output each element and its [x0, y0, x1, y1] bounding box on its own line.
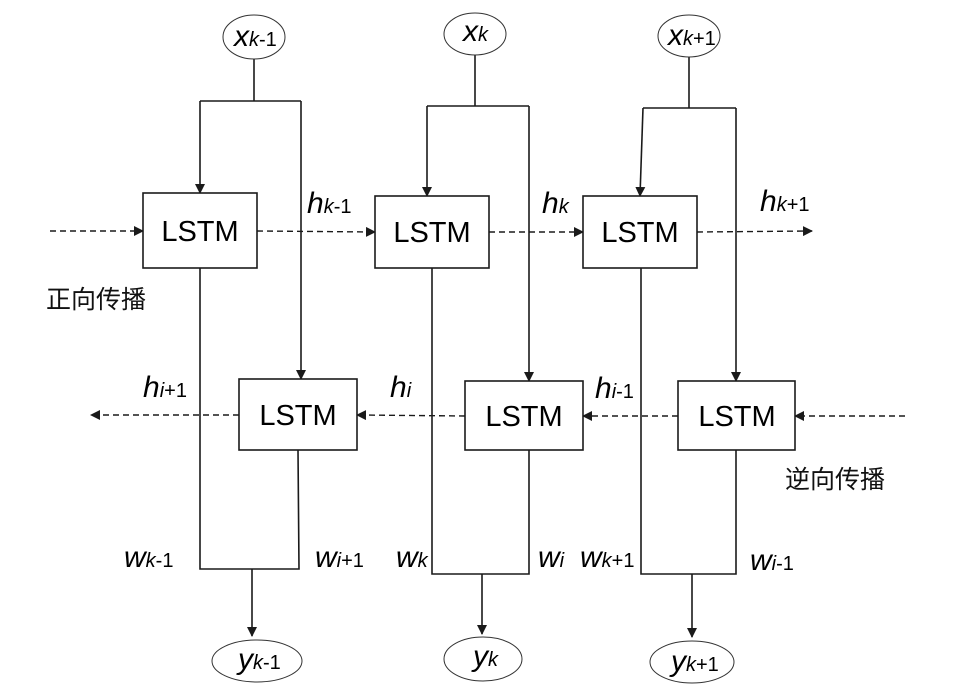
svg-text:yk+1: yk+1: [669, 645, 719, 678]
backward-state-label-1: hi+1: [143, 371, 187, 404]
input-node-2: xk: [443, 12, 507, 56]
weight-label-4: wi: [538, 541, 565, 574]
forward-state-label-2: hk: [542, 187, 570, 220]
output-node-2: yk: [443, 636, 523, 682]
svg-text:yk-1: yk-1: [236, 643, 281, 676]
svg-text:xk-1: xk-1: [232, 20, 277, 53]
lstm-label: LSTM: [259, 400, 336, 432]
forward-flow: [50, 226, 813, 237]
forward-propagation-label: 正向传播: [46, 285, 146, 314]
backward-lstm-1: LSTM: [238, 378, 358, 451]
input-node-1: xk-1: [222, 14, 286, 60]
lstm-label: LSTM: [161, 216, 238, 248]
backward-lstm-3: LSTM: [677, 380, 796, 451]
forward-lstm-2: LSTM: [374, 195, 490, 269]
input-split-2: [427, 55, 529, 107]
weight-label-5: wk+1: [580, 541, 634, 574]
backward-flow: [90, 410, 905, 421]
weight-label-2: wi+1: [315, 541, 364, 574]
forward-arrow-out: [696, 226, 813, 237]
output-merge-1: [199, 268, 300, 570]
backward-arrow-2-1: [356, 410, 466, 421]
forward-lstm-3: LSTM: [582, 195, 698, 269]
backward-lstm-2: LSTM: [464, 380, 584, 451]
input-split-1: [200, 58, 301, 102]
svg-text:xk: xk: [461, 15, 489, 48]
forward-state-label-3: hk+1: [760, 185, 810, 218]
lstm-label: LSTM: [485, 401, 562, 433]
backward-state-label-2: hi: [390, 371, 412, 404]
svg-text:yk: yk: [471, 640, 499, 673]
input-node-3: xk+1: [657, 14, 721, 58]
forward-arrow-1-2: [256, 226, 376, 237]
svg-text:xk+1: xk+1: [666, 19, 716, 52]
forward-state-label-1: hk-1: [307, 187, 351, 220]
lstm-label: LSTM: [698, 401, 775, 433]
output-merge-2: [431, 268, 530, 575]
output-merge-3: [640, 268, 737, 575]
input-wiring: [195, 55, 741, 382]
output-wiring: [199, 268, 737, 638]
backward-propagation-label: 逆向传播: [785, 465, 885, 494]
backward-state-label-3: hi-1: [595, 372, 634, 405]
weight-label-3: wk: [396, 541, 429, 574]
output-node-1: yk-1: [211, 639, 303, 683]
weight-label-6: wi-1: [750, 544, 794, 577]
input-split-3: [643, 57, 736, 109]
forward-lstm-1: LSTM: [142, 192, 258, 269]
lstm-label: LSTM: [393, 217, 470, 249]
input-to-forward-3: [635, 107, 646, 197]
weight-label-1: wk-1: [124, 541, 173, 574]
lstm-label: LSTM: [601, 217, 678, 249]
output-node-3: yk+1: [649, 640, 735, 684]
